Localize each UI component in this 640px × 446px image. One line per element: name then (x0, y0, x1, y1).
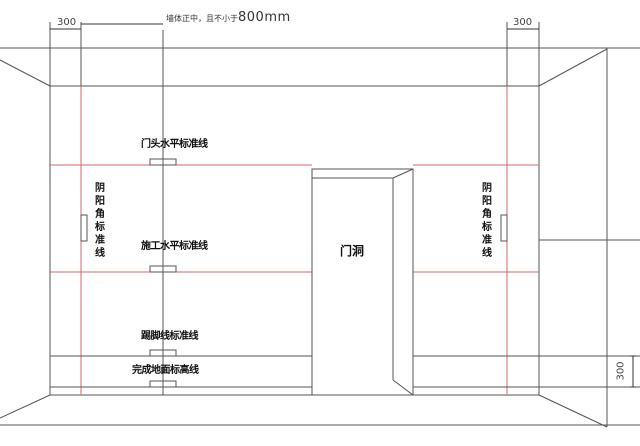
label-skirting-line: 踢脚线标准线 (141, 331, 199, 342)
centering-note-value: 800mm (238, 10, 291, 25)
corner-right-char: 准 (482, 235, 492, 246)
corner-left-char: 阴 (95, 183, 105, 194)
corner-right-char: 角 (482, 209, 492, 220)
label-construction-level: 施工水平标准线 (141, 241, 208, 252)
reference-lines (50, 86, 539, 395)
corner-right-char: 阴 (482, 183, 492, 194)
label-corner-line-right: 阴 阳 角 标 准 线 (481, 182, 493, 260)
label-finished-floor-level: 完成地面标高线 (132, 365, 199, 376)
level-markers (80, 150, 508, 395)
dimension-right-bottom: 300 (615, 361, 627, 381)
corner-right-char: 阳 (482, 196, 492, 207)
label-corner-line-left: 阴 阳 角 标 准 线 (94, 182, 106, 260)
label-door-opening: 门洞 (340, 244, 365, 258)
skirting-lines (50, 239, 640, 388)
corner-left-char: 角 (95, 209, 105, 220)
dimension-top-left: 300 (57, 17, 77, 28)
corner-left-char: 阳 (95, 196, 105, 207)
back-wall (49, 85, 540, 396)
corner-left-char: 线 (95, 248, 105, 259)
room-frame (0, 47, 640, 428)
corner-left-char: 准 (95, 235, 105, 246)
corner-left-char: 标 (95, 222, 105, 233)
corner-right-char: 标 (482, 222, 492, 233)
door-opening (311, 168, 414, 396)
dimension-top-right: 300 (513, 17, 533, 28)
centering-note-text: 墙体正中，且不小于 (166, 14, 238, 23)
top-dimension-lines (49, 22, 540, 86)
corner-right-char: 线 (482, 248, 492, 259)
right-dimension (630, 355, 636, 388)
label-door-head-level: 门头水平标准线 (141, 139, 208, 150)
centering-note: 墙体正中，且不小于800mm (166, 11, 291, 24)
